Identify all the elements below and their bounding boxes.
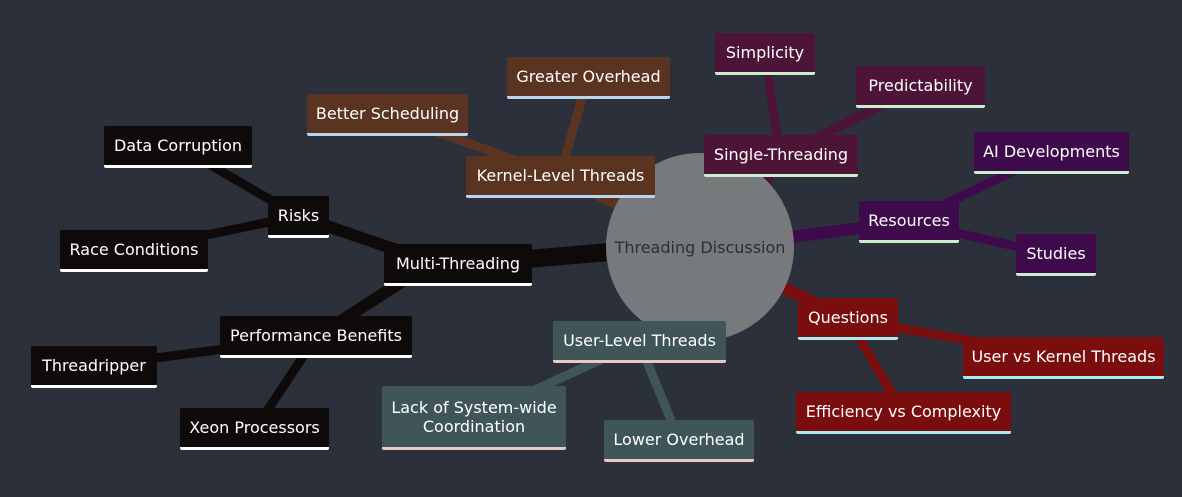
node-predictability-label: Predictability <box>868 76 973 95</box>
node-questions-label: Questions <box>808 308 888 327</box>
node-risks[interactable]: Risks <box>268 196 329 238</box>
node-threadripper-label: Threadripper <box>42 356 146 375</box>
node-threadripper[interactable]: Threadripper <box>31 346 157 388</box>
node-race-conditions[interactable]: Race Conditions <box>60 230 208 272</box>
node-greater-overhead-label: Greater Overhead <box>516 67 661 86</box>
node-kernel-level-threads[interactable]: Kernel-Level Threads <box>466 156 655 198</box>
node-user-level-threads[interactable]: User-Level Threads <box>553 321 726 363</box>
node-performance-benefits[interactable]: Performance Benefits <box>220 316 412 358</box>
node-lower-overhead-label: Lower Overhead <box>613 430 745 449</box>
node-single-threading[interactable]: Single-Threading <box>704 135 858 177</box>
node-user-vs-kernel-label: User vs Kernel Threads <box>971 347 1156 366</box>
node-greater-overhead[interactable]: Greater Overhead <box>507 57 670 99</box>
node-user-vs-kernel[interactable]: User vs Kernel Threads <box>963 337 1164 379</box>
node-studies-label: Studies <box>1026 244 1086 263</box>
node-lack-of-coordination-line2: Coordination <box>422 416 526 436</box>
node-efficiency-vs-complexity-label: Efficiency vs Complexity <box>805 402 1002 421</box>
node-ai-developments-label: AI Developments <box>983 142 1120 161</box>
node-data-corruption[interactable]: Data Corruption <box>104 126 252 168</box>
node-single-threading-label: Single-Threading <box>713 145 849 164</box>
node-simplicity-label: Simplicity <box>725 43 805 62</box>
center-node-label: Threading Discussion <box>614 237 786 257</box>
node-xeon-processors-label: Xeon Processors <box>189 418 320 437</box>
node-predictability[interactable]: Predictability <box>856 66 985 108</box>
node-multi-threading[interactable]: Multi-Threading <box>384 244 532 286</box>
node-performance-benefits-label: Performance Benefits <box>230 326 402 345</box>
node-resources-label: Resources <box>868 211 950 230</box>
center-node[interactable]: Threading Discussion <box>606 153 794 341</box>
node-kernel-level-threads-label: Kernel-Level Threads <box>476 166 645 185</box>
node-ai-developments[interactable]: AI Developments <box>974 132 1129 174</box>
node-lack-of-coordination-line1: Lack of System-wide <box>391 397 557 417</box>
node-efficiency-vs-complexity[interactable]: Efficiency vs Complexity <box>796 392 1011 434</box>
node-better-scheduling-label: Better Scheduling <box>315 104 460 123</box>
node-resources[interactable]: Resources <box>859 201 959 243</box>
node-multi-threading-label: Multi-Threading <box>395 254 521 273</box>
node-lack-of-coordination[interactable]: Lack of System-wide Coordination <box>382 386 566 450</box>
node-studies[interactable]: Studies <box>1016 234 1096 276</box>
node-user-level-threads-label: User-Level Threads <box>563 331 716 350</box>
node-race-conditions-label: Race Conditions <box>69 240 199 259</box>
node-lower-overhead[interactable]: Lower Overhead <box>604 420 754 462</box>
node-questions[interactable]: Questions <box>798 298 898 340</box>
node-simplicity[interactable]: Simplicity <box>715 33 815 75</box>
node-risks-label: Risks <box>277 206 320 225</box>
node-better-scheduling[interactable]: Better Scheduling <box>307 94 468 136</box>
node-xeon-processors[interactable]: Xeon Processors <box>180 408 329 450</box>
node-data-corruption-label: Data Corruption <box>113 136 243 155</box>
